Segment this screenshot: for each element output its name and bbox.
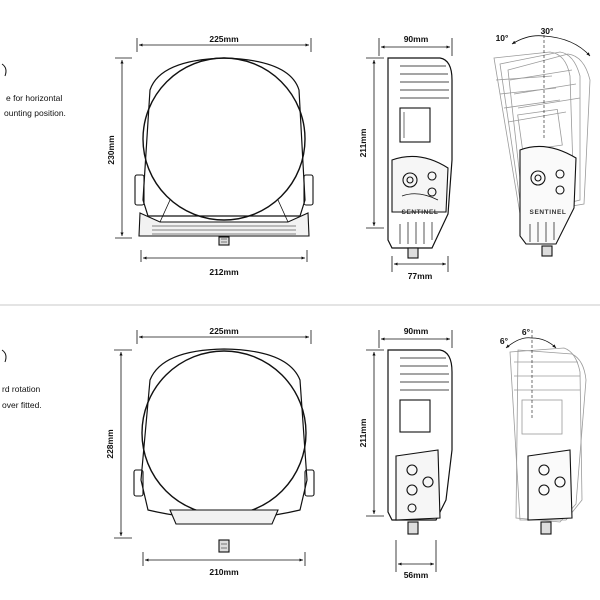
note-line-2: ounting position. bbox=[4, 108, 66, 118]
side-depth-bottom-label: 77mm bbox=[408, 271, 433, 281]
front-width-label-2: 225mm bbox=[209, 326, 239, 336]
side-depth-top-label: 90mm bbox=[404, 34, 429, 44]
side-tab-right bbox=[303, 174, 314, 206]
bracket-width-label-2: 210mm bbox=[209, 567, 239, 577]
side-lens-window bbox=[399, 107, 431, 143]
side-view-light bbox=[366, 38, 453, 272]
housing-outline bbox=[142, 57, 306, 217]
side-bracket-2 bbox=[395, 449, 441, 521]
brand-logo-tilt: SENTINEL bbox=[530, 209, 567, 216]
rotation-note: rd rotation over fitted. bbox=[1, 349, 42, 410]
lens-2 bbox=[141, 350, 307, 516]
front-height-label-2: 228mm bbox=[105, 429, 115, 459]
note-line-3: rd rotation bbox=[2, 384, 41, 394]
side-height-label: 211mm bbox=[358, 128, 368, 157]
mount-bolt-2 bbox=[218, 539, 230, 553]
note-marker bbox=[1, 63, 7, 77]
front-view-light-2 bbox=[114, 330, 315, 566]
brand-logo-side: SENTINEL bbox=[402, 209, 439, 216]
side-tab-left bbox=[134, 174, 145, 206]
note-line-1: e for horizontal bbox=[6, 93, 62, 103]
side-depth-bottom-label-2: 56mm bbox=[404, 570, 429, 580]
side-tab-right-2 bbox=[304, 469, 315, 497]
note-line-4: over fitted. bbox=[2, 400, 42, 410]
rotation-range-view bbox=[505, 330, 587, 535]
tilt-neutral-outline bbox=[519, 145, 577, 257]
front-width-label: 225mm bbox=[209, 34, 239, 44]
side-depth-top-label-2: 90mm bbox=[404, 326, 429, 336]
mount-bolt bbox=[218, 236, 230, 246]
tilt-arc-left bbox=[511, 35, 545, 45]
front-height-label: 230mm bbox=[106, 135, 116, 165]
side-housing bbox=[387, 57, 453, 249]
rotation-angle-right: 6° bbox=[522, 327, 531, 337]
rotation-neutral-outline bbox=[527, 449, 573, 535]
rotation-arc-left bbox=[505, 337, 533, 349]
front-view-light bbox=[115, 38, 314, 262]
tilt-range-view bbox=[493, 30, 591, 257]
side-bolt bbox=[407, 247, 419, 259]
panel-rotation: rd rotation over fitted. 225mm 228mm 210… bbox=[1, 326, 587, 580]
side-housing-2 bbox=[387, 349, 453, 521]
bottom-mount-2 bbox=[169, 509, 279, 525]
rotation-arc-right bbox=[531, 337, 557, 349]
rotation-angle-left: 6° bbox=[500, 336, 509, 346]
side-view-light-2 bbox=[366, 330, 453, 572]
tilt-angle-left: 10° bbox=[496, 33, 509, 43]
mounting-note: e for horizontal ounting position. bbox=[1, 63, 66, 118]
pivot-knob bbox=[402, 172, 418, 188]
side-bracket bbox=[391, 155, 449, 213]
tilt-arc-right bbox=[543, 35, 591, 57]
side-height-label-2: 211mm bbox=[358, 418, 368, 447]
side-lens-window-2 bbox=[399, 399, 431, 433]
panel-horizontal-mount: e for horizontal ounting position. bbox=[1, 26, 591, 281]
side-tab-left-2 bbox=[133, 469, 144, 497]
bracket-width-label: 212mm bbox=[209, 267, 239, 277]
side-bolt-2 bbox=[407, 521, 419, 535]
lens bbox=[142, 57, 306, 221]
note-marker-2 bbox=[1, 349, 7, 363]
tilt-angle-right: 30° bbox=[541, 26, 554, 36]
